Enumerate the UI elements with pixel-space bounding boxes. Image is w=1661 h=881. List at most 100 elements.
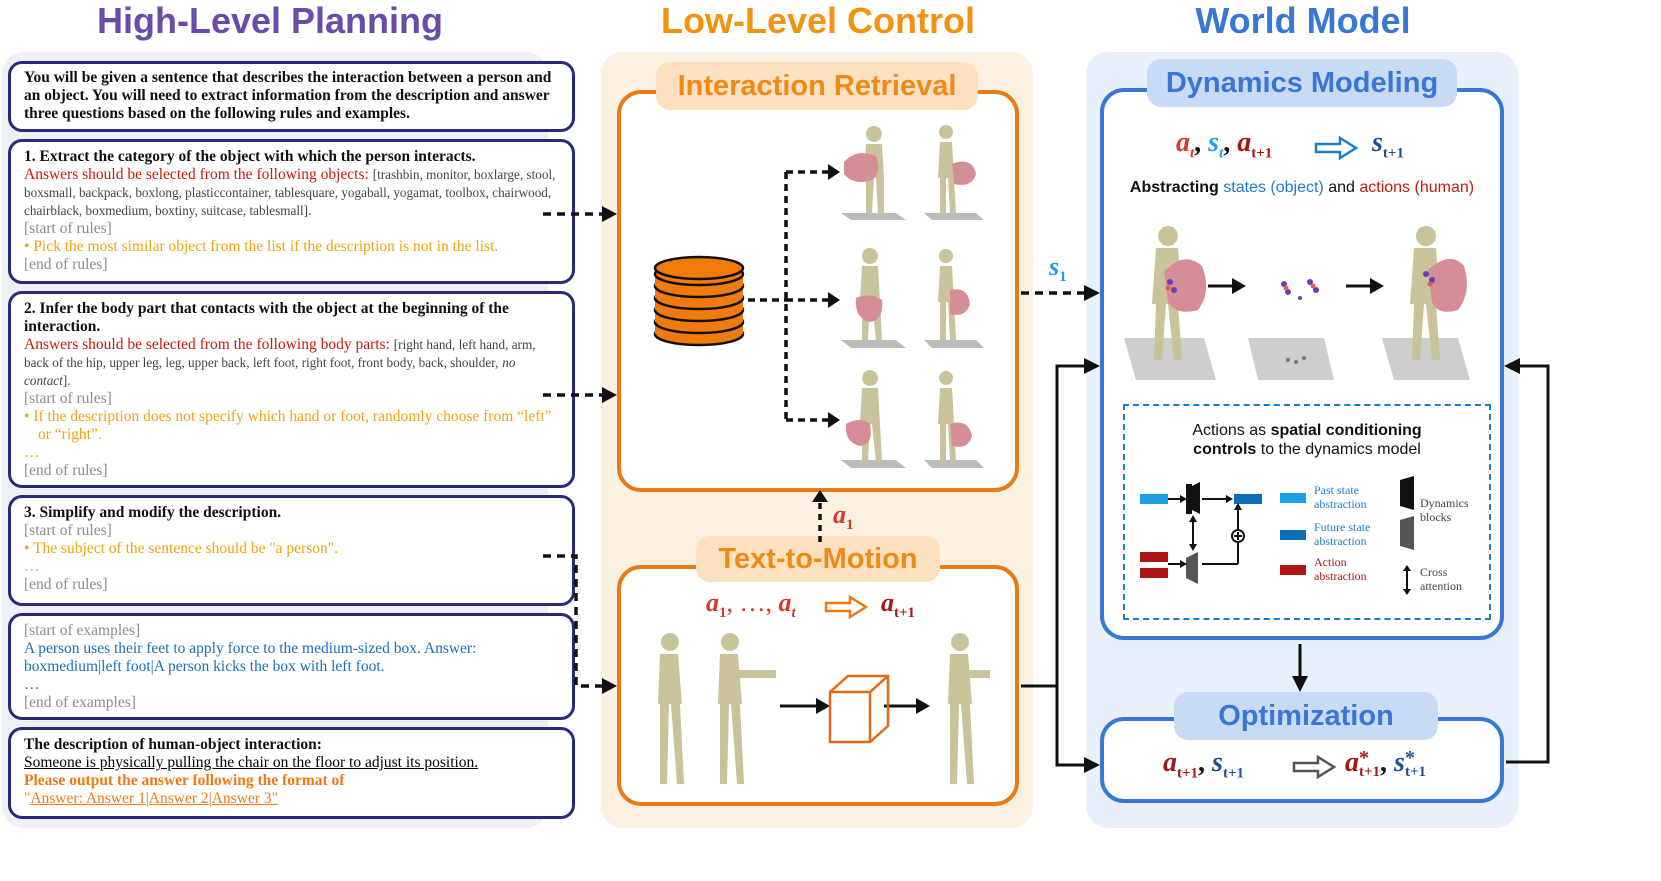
q3-end-rules: [end of rules]	[24, 576, 108, 593]
dynamics-eq-left: at, st, at+1	[1176, 127, 1272, 163]
opt-a2-sup: *	[1359, 746, 1369, 769]
prompt-intro-box: You will be given a sentence that descri…	[8, 61, 575, 132]
retrieved-motions	[841, 125, 984, 468]
eq-a-sub: t	[1190, 145, 1195, 162]
q3-rule: • The subject of the sentence should be …	[24, 540, 338, 557]
examples-ellipsis: …	[24, 676, 40, 693]
q2-answers-lead: Answers should be selected from the foll…	[24, 336, 390, 353]
s1-sub: 1	[1059, 269, 1067, 286]
cond-line2-post: to the dynamics model	[1260, 441, 1421, 458]
eq-a2-sub: t+1	[1251, 145, 1273, 162]
seq-outsub: t+1	[894, 605, 916, 622]
q2-title: 2. Infer the body part that contacts wit…	[24, 300, 509, 335]
optimization-label: Optimization	[1174, 692, 1438, 740]
abstract-actions: actions (human)	[1359, 179, 1475, 196]
examples-box: [start of examples] A person uses their …	[8, 613, 575, 720]
seq-out: a	[881, 588, 894, 617]
eq-a: a	[1176, 127, 1190, 158]
legend-future-label: Future state abstraction	[1314, 520, 1371, 548]
planning-title: High-Level Planning	[96, 0, 444, 41]
text-to-motion-label: Text-to-Motion	[696, 536, 940, 582]
hollow-arrow-optimization	[1292, 754, 1337, 780]
prompt-intro: You will be given a sentence that descri…	[24, 69, 552, 122]
final-instruction: Please output the answer following the f…	[24, 772, 345, 789]
question-3-box: 3. Simplify and modify the description. …	[8, 495, 575, 606]
conditioning-caption: Actions as spatial conditioning controls…	[1125, 421, 1489, 459]
abstract-and: and	[1328, 179, 1355, 196]
final-sentence: Someone is physically pulling the chair …	[24, 754, 479, 771]
world-title: World Model	[1195, 0, 1411, 41]
seq-mid: , …,	[726, 588, 779, 617]
conditioning-panel	[1123, 404, 1491, 620]
a1-arrow	[812, 490, 828, 542]
eq-comma1: ,	[1194, 127, 1202, 158]
abstract-states: states (object)	[1223, 179, 1324, 196]
opt-a: a	[1163, 747, 1177, 778]
q3-start-rules: [start of rules]	[24, 522, 112, 539]
q2-ellipsis: …	[24, 444, 40, 461]
motion-output-eq: at+1	[881, 588, 915, 622]
q2-rule: • If the description does not specify wh…	[24, 408, 552, 443]
dynamics-eq-right: st+1	[1372, 127, 1404, 163]
eq-s-sub: t	[1219, 145, 1224, 162]
cond-line2-bold: controls	[1193, 441, 1257, 458]
examples-end: [end of examples]	[24, 694, 136, 711]
eq-a2: a	[1237, 127, 1252, 158]
seq-a: a	[706, 588, 719, 617]
abstracting-caption: Abstracting states (object) and actions …	[1108, 179, 1496, 197]
q2-end-rules: [end of rules]	[24, 462, 108, 479]
examples-text: A person uses their feet to apply force …	[24, 640, 477, 675]
abstract-bold: Abstracting	[1129, 179, 1219, 196]
opt-comma2: ,	[1380, 747, 1388, 778]
eq-comma2: ,	[1223, 127, 1231, 158]
opt-a2: a	[1345, 747, 1359, 778]
a1-letter: a	[833, 500, 846, 529]
hollow-arrow-t2m	[824, 594, 869, 620]
s1-letter: s	[1049, 252, 1060, 281]
q2-options-italic: no contact	[24, 355, 516, 388]
q3-rule-text: The subject of the sentence should be "a…	[33, 540, 338, 557]
optimization-eq-left: at+1, st+1	[1163, 747, 1244, 783]
q3-ellipsis: …	[24, 558, 40, 575]
seq-subt: t	[791, 605, 796, 622]
q2-options-end: ].	[62, 373, 71, 388]
q1-rule-text: Pick the most similar object from the li…	[33, 238, 499, 255]
final-quote: "	[24, 790, 31, 807]
database-icon	[653, 255, 745, 347]
legend-future-swatch	[1280, 530, 1306, 540]
legend-action-label: Action abstraction	[1314, 555, 1367, 583]
cond-line1-bold: spatial conditioning	[1270, 422, 1422, 439]
final-format: Answer: Answer 1|Answer 2|Answer 3"	[30, 790, 278, 807]
q2-start-rules: [start of rules]	[24, 390, 112, 407]
seq-sub1: 1	[719, 605, 727, 622]
q2-rule-text: If the description does not specify whic…	[33, 408, 552, 443]
q1-title: 1. Extract the category of the object wi…	[24, 148, 476, 165]
opt-s2-sup: *	[1404, 746, 1415, 769]
question-2-box: 2. Infer the body part that contacts wit…	[8, 291, 575, 488]
opt-comma1: ,	[1198, 747, 1206, 778]
text-to-motion-figures	[658, 633, 990, 784]
q1-start-rules: [start of rules]	[24, 220, 112, 237]
a1-label: a1	[833, 500, 854, 534]
dynamics-modeling-label: Dynamics Modeling	[1147, 59, 1457, 107]
final-box: The description of human-object interact…	[8, 727, 575, 819]
q1-answers-lead: Answers should be selected from the foll…	[24, 166, 369, 183]
q2-options: [right hand, left hand, arm, back of the…	[24, 337, 536, 370]
q1-options: [trashbin, monitor, boxlarge, stool, box…	[24, 167, 556, 218]
optimization-eq-right: a*t+1, s*t+1	[1345, 747, 1426, 779]
legend-past-label: Past state abstraction	[1314, 483, 1367, 511]
opt-s2-sub: t+1	[1404, 763, 1426, 780]
examples-start: [start of examples]	[24, 622, 141, 639]
legend-blocks-icon	[1400, 476, 1414, 550]
final-title: The description of human-object interact…	[24, 736, 322, 753]
conditioning-architecture	[1140, 482, 1262, 584]
opt-a2-sub: t+1	[1359, 763, 1381, 780]
eq-out: s	[1372, 127, 1383, 158]
seq-a2: a	[778, 588, 792, 617]
legend-action-swatch	[1280, 565, 1306, 575]
motion-sequence-eq: a1, …, at	[706, 588, 796, 622]
eq-out-sub: t+1	[1382, 145, 1404, 162]
eq-s: s	[1208, 127, 1220, 158]
retrieval-arrows	[748, 164, 840, 428]
